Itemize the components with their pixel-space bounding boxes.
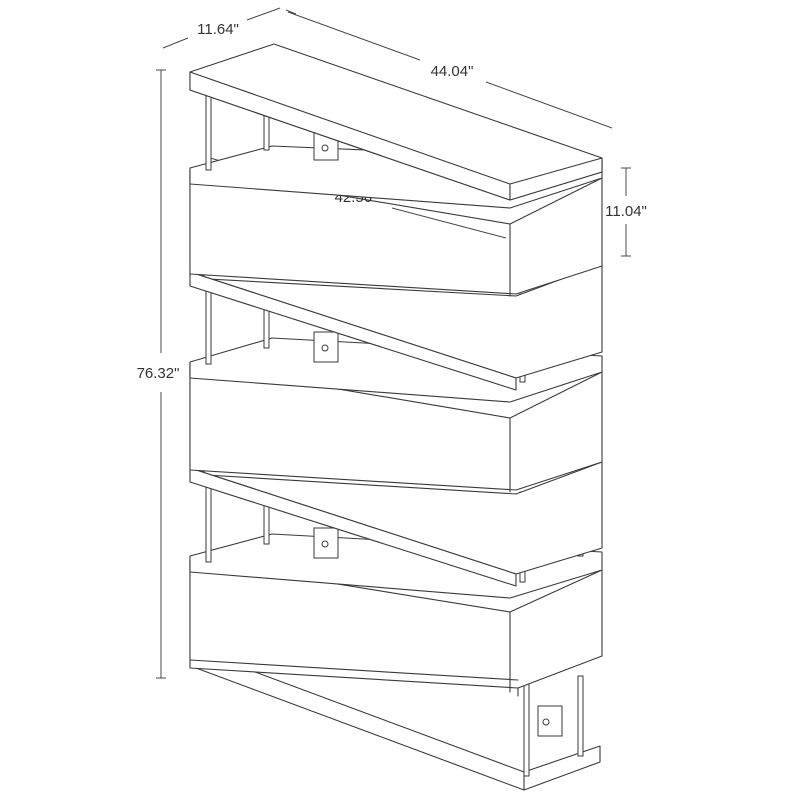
shelf-box-lower — [189, 533, 603, 697]
depth-dimension: 11.64" — [162, 7, 297, 49]
posts-top — [205, 89, 339, 171]
total-height-label: 76.32" — [137, 365, 180, 382]
shelf-top-board — [189, 43, 603, 201]
width-label: 44.04" — [431, 63, 474, 80]
shelf-height-dimension: 11.04" — [605, 167, 647, 257]
shelf-height-label: 11.04" — [605, 203, 647, 220]
width-dimension: 44.04" — [287, 11, 613, 129]
depth-label: 11.64" — [197, 21, 239, 38]
height-dimension: 76.32" — [137, 69, 180, 679]
